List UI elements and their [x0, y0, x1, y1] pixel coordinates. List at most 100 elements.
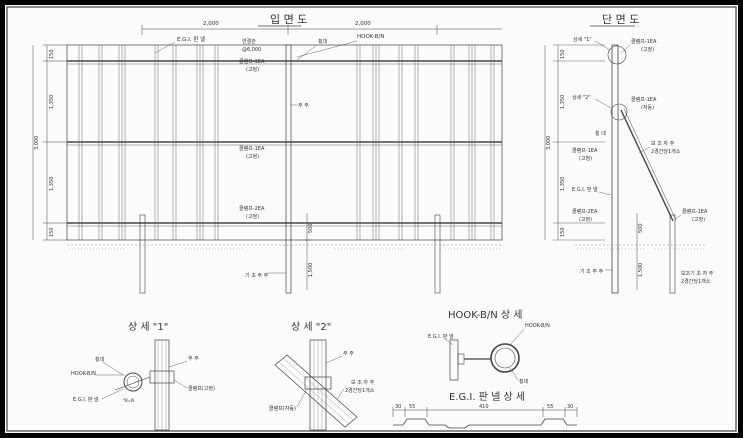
detail1-title: 상 세 "1" — [128, 321, 168, 333]
elevation-label-clamp-2ea: 클램프-2EA — [239, 205, 265, 212]
leader-line — [101, 388, 124, 400]
section-label-fixed-right: (고정) — [692, 216, 705, 223]
section-label-clamp-top: 클램프-1EA — [631, 38, 657, 45]
section-detail2-marker — [610, 103, 628, 121]
elevation-dim-post-500: 500 — [308, 223, 314, 233]
section-label-fixed-mid: (고정) — [579, 155, 592, 162]
hook-detail-panel-plate — [449, 339, 459, 381]
leader-line — [444, 338, 454, 346]
section-label-clamp-right: 클램프-1EA — [682, 208, 708, 215]
hook-detail-nut — [457, 353, 465, 365]
panel-detail-dim-ticks — [392, 407, 578, 417]
section-main-post — [611, 44, 619, 294]
section-label-aux-post: 보 조 자 주 — [651, 140, 675, 147]
detail1-label-egi-panel: E.G.I. 판 넬 — [73, 396, 99, 403]
section-label-clamp-2ea: 클램프-2EA — [572, 208, 598, 215]
section-aux-foundation — [669, 214, 676, 294]
section-label-rail: 횡 대 — [595, 130, 606, 137]
hook-detail-view: HOOK-B/N 상 세 E.G.I. 판 넬 HOOK-B/N 횡대 — [428, 309, 550, 385]
elevation-view: 입 면 도 2,000 2,000 150 1,350 3,000 1,350 … — [32, 13, 503, 294]
panel-detail-title: E.G.I. 판 넬 상 세 — [449, 391, 525, 403]
leader-line — [154, 41, 176, 54]
section-title: 단 면 도 — [602, 13, 639, 26]
section-label-fixed-top: (고정) — [641, 46, 654, 53]
section-label-aux-foundation-spec: 2경간당1개소 — [681, 278, 711, 285]
elevation-ground-hatching — [67, 244, 502, 250]
panel-detail-dim-55-right: 55 — [547, 404, 553, 410]
elevation-label-joint-pipe-spec: @6,000 — [242, 47, 261, 53]
detail2-post-texture — [313, 340, 323, 430]
section-dim-3000: 3,000 — [546, 136, 552, 150]
detail1-rail-section — [123, 372, 143, 392]
leader-line — [594, 98, 612, 109]
elevation-label-clamp-1ea-top: 클램프-1EA — [239, 58, 265, 65]
leader-line — [336, 388, 345, 400]
elevation-label-fixed-mid: (고정) — [246, 153, 259, 160]
section-detail1-marker — [607, 45, 627, 65]
section-dim-post-500: 500 — [638, 223, 644, 233]
detail1-label-clamp: 클램프(고정) — [188, 385, 215, 392]
sheet-border — [6, 6, 737, 432]
section-label-detail2: 상세 "2" — [572, 94, 591, 101]
leader-line — [598, 191, 612, 196]
elevation-dim-top-left: 2,000 — [203, 21, 219, 27]
elevation-label-joint-pipe: 연결관 — [242, 38, 256, 45]
leader-line — [509, 367, 519, 381]
hook-detail-label-hook-bn: HOOK-B/N — [525, 323, 550, 329]
detail2-label-main-post: 주 주 — [343, 351, 354, 357]
elevation-dim-150-top: 150 — [49, 49, 55, 59]
elevation-dim-3000: 3,000 — [34, 136, 40, 150]
detail1-label-hook-bn: HOOK-B/N — [71, 371, 96, 377]
section-label-aux-post-spec: 2경간당1개소 — [651, 148, 681, 155]
elevation-panel-ribs-right — [356, 45, 495, 240]
elevation-label-fixed-low: (고정) — [246, 213, 259, 220]
section-label-clamp-mid: 클램프-1EA — [572, 147, 598, 154]
detail2-label-clamp: 클램프(자동) — [269, 405, 296, 412]
detail1-view: 상 세 "1" 횡대 HOOK-B/N E.G.I. 판 넬 *B=N 주 주 … — [71, 321, 215, 431]
detail2-title: 상 세 "2" — [291, 321, 331, 333]
elevation-dim-1350-top: 1,350 — [49, 95, 55, 109]
elevation-panel-ribs-left — [78, 45, 219, 240]
detail1-hook — [114, 376, 151, 391]
detail2-brace-pipe — [274, 354, 358, 428]
section-view: 단 면 도 150 1,350 3,000 1,350 150 500 — [544, 13, 714, 294]
section-label-aux-foundation: 보조기 초 자 주 — [681, 270, 714, 277]
panel-detail-dim-30-right: 30 — [567, 404, 573, 410]
section-label-fixed-low: (고정) — [579, 216, 592, 223]
elevation-label-fixed-top: (고정) — [246, 66, 259, 73]
section-label-free: (자동) — [641, 104, 654, 111]
leader-line — [102, 361, 124, 376]
section-dim-1350-bottom: 1,350 — [560, 177, 566, 191]
detail2-label-aux-post: 보 조 자 주 — [351, 379, 375, 386]
elevation-label-main-post: 주 주 — [298, 103, 309, 109]
elevation-label-foundation-post: 기 초 주 주 — [245, 272, 269, 279]
section-label-clamp-b: 클램프-1EA — [631, 96, 657, 103]
detail1-label-rail: 횡대 — [95, 356, 105, 363]
hook-detail-label-rail: 횡대 — [519, 378, 529, 385]
elevation-title: 입 면 도 — [270, 13, 307, 26]
detail1-label-main-post: 주 주 — [188, 356, 199, 362]
leader-line — [510, 328, 525, 345]
detail1-rail-inner — [126, 375, 140, 389]
hook-detail-title: HOOK-B/N 상 세 — [448, 309, 523, 321]
elevation-label-rail: 횡대 — [318, 38, 328, 45]
detail2-view: 상 세 "2" 주 주 보 조 자 주 2경간당1개소 클램프(자동) — [269, 321, 375, 431]
drawing-canvas: 입 면 도 2,000 2,000 150 1,350 3,000 1,350 … — [6, 6, 737, 432]
panel-detail-view: E.G.I. 판 넬 상 세 30 55 410 55 30 — [392, 391, 578, 429]
elevation-dim-150-bottom: 150 — [49, 227, 55, 237]
section-dim-post-1500: 1,500 — [638, 263, 644, 277]
leader-line — [296, 44, 318, 61]
section-dim-150-bottom: 150 — [560, 227, 566, 237]
elevation-label-egi-panel: E.G.I. 판 넬 — [177, 35, 205, 43]
elevation-post-center — [285, 44, 292, 294]
section-ground-hatching — [575, 244, 705, 250]
elevation-dim-post-1500: 1,500 — [308, 263, 314, 277]
section-label-foundation-post: 기 초 주 주 — [580, 268, 604, 275]
panel-detail-dim-410: 410 — [479, 404, 489, 410]
leader-line — [594, 40, 611, 51]
leader-line — [620, 44, 631, 54]
elevation-dim-1350-bottom: 1,350 — [49, 177, 55, 191]
detail2-brace-texture — [278, 357, 354, 425]
section-dim-150-top: 150 — [560, 49, 566, 59]
